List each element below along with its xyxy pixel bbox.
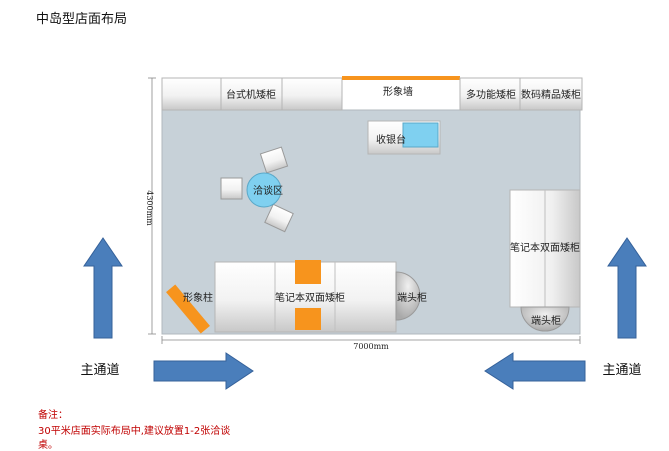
desktop-cabinet-label: 台式机矮柜 bbox=[226, 88, 276, 101]
chair-left bbox=[220, 177, 243, 200]
left-right-arrow bbox=[153, 352, 254, 390]
image-wall-strip bbox=[342, 76, 460, 80]
page-title: 中岛型店面布局 bbox=[36, 12, 128, 27]
height-dimension-label: 4300mm bbox=[145, 190, 154, 226]
note-label: 备注： bbox=[38, 410, 68, 421]
right-left-arrow bbox=[484, 352, 586, 390]
left-up-arrow bbox=[83, 237, 123, 339]
cashier-top bbox=[402, 122, 439, 148]
center-end-cabinet-label: 端头柜 bbox=[397, 291, 427, 304]
width-dimension-label: 7000mm bbox=[353, 342, 389, 351]
center-accent-top bbox=[295, 260, 321, 284]
center-cabinet-label: 笔记本双面矮柜 bbox=[275, 291, 345, 304]
center-end-cabinet bbox=[395, 271, 421, 321]
aisle-label-left: 主通道 bbox=[80, 363, 119, 378]
cashier-label: 收银台 bbox=[376, 133, 406, 146]
negotiation-table bbox=[246, 172, 282, 208]
image-pillar bbox=[166, 284, 210, 334]
note-line-1: 30平米店面实际布局中,建议放置1-2张洽谈 bbox=[38, 426, 231, 437]
top-cabinet-3 bbox=[281, 77, 343, 111]
center-accent-bottom bbox=[295, 308, 321, 330]
top-cabinet-1 bbox=[161, 77, 222, 111]
side-end-cabinet bbox=[520, 306, 570, 332]
side-cabinet-label: 笔记本双面矮柜 bbox=[510, 241, 580, 254]
digital-cabinet-label: 数码精品矮柜 bbox=[521, 88, 581, 101]
chair-top bbox=[259, 146, 289, 174]
image-pillar-label: 形象柱 bbox=[183, 291, 213, 304]
right-up-arrow bbox=[607, 237, 647, 339]
note-line-2: 桌。 bbox=[38, 440, 58, 451]
top-cabinet-row bbox=[161, 76, 583, 111]
multi-function-cabinet-label: 多功能矮柜 bbox=[466, 88, 516, 101]
image-wall-label: 形象墙 bbox=[383, 85, 413, 98]
side-end-cabinet-label: 端头柜 bbox=[531, 314, 561, 327]
chair-bottom bbox=[264, 203, 294, 233]
negotiation-area bbox=[220, 146, 294, 233]
negotiation-label: 洽谈区 bbox=[253, 184, 283, 197]
aisle-label-right: 主通道 bbox=[602, 363, 641, 378]
digital-cabinet bbox=[519, 77, 583, 111]
desktop-cabinet bbox=[220, 77, 283, 111]
